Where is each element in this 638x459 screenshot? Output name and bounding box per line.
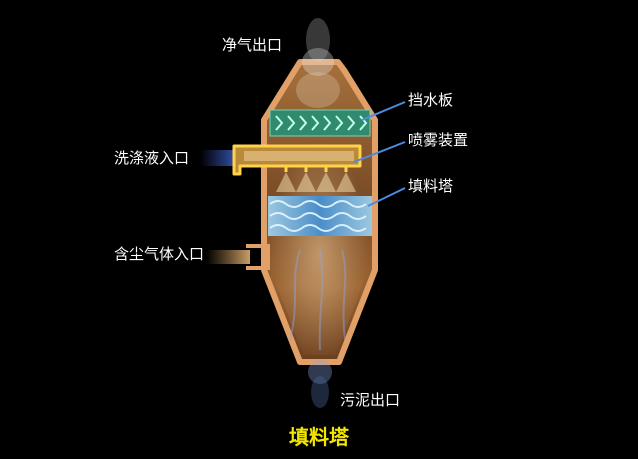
- label-sludge-outlet: 污泥出口: [340, 391, 401, 409]
- demister-panel: [269, 109, 371, 137]
- pointer-spray-device: [353, 141, 406, 163]
- sludge-plume: [308, 360, 332, 408]
- label-dusty-gas-inlet: 含尘气体入口: [114, 245, 205, 263]
- label-wash-liquid-inlet: 洗涤液入口: [114, 149, 190, 167]
- label-spray-device: 喷雾装置: [408, 131, 469, 149]
- label-packing: 填料塔: [408, 177, 454, 195]
- spray-mist: [276, 172, 356, 192]
- pointer-packing: [367, 187, 406, 207]
- label-clean-gas-outlet: 净气出口: [222, 36, 283, 54]
- packing-bed: [268, 196, 372, 236]
- spray-pipe: [232, 144, 362, 176]
- pointer-lines: [353, 101, 406, 207]
- gas-flow-streaks: [289, 249, 347, 351]
- dusty-gas-inlet-pipe: [206, 244, 270, 270]
- wash-liquid-flow: [200, 150, 242, 166]
- label-demister: 挡水板: [408, 91, 454, 109]
- diagram-caption: 填料塔: [289, 425, 349, 449]
- clean-gas-plume: [296, 18, 340, 108]
- pointer-demister: [361, 101, 406, 121]
